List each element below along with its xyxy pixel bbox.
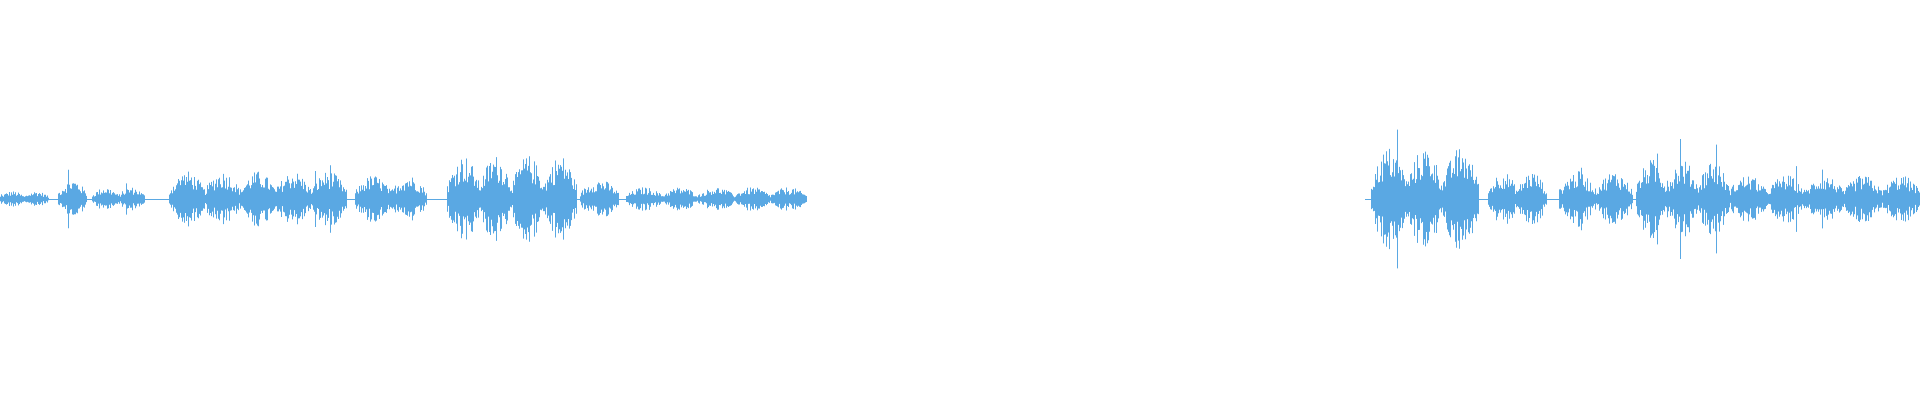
waveform-bars (0, 129, 1920, 269)
